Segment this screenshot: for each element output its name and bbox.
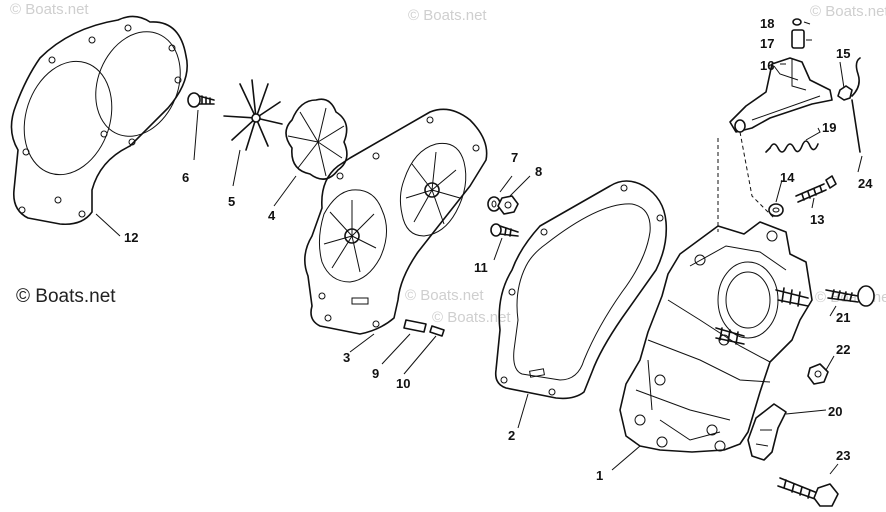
part-18-clip (792, 18, 802, 26)
part-6-screw (187, 92, 215, 108)
callout-7: 7 (511, 150, 518, 165)
callout-3: 3 (343, 350, 350, 365)
watermark: © Boats.net (408, 7, 487, 24)
callout-24: 24 (858, 176, 873, 191)
part-5-impeller (223, 79, 283, 151)
callout-1: 1 (596, 468, 603, 483)
part-24-rod (851, 57, 861, 153)
callout-12: 12 (124, 230, 138, 245)
part-9-pin (403, 319, 427, 333)
callout-10: 10 (396, 376, 410, 391)
watermark: © Boats.net (405, 287, 484, 304)
callout-2: 2 (508, 428, 515, 443)
copyright-label: © Boats.net (16, 286, 116, 307)
callout-18: 18 (760, 16, 774, 31)
callout-6: 6 (182, 170, 189, 185)
callout-15: 15 (836, 46, 850, 61)
watermark-layer: © Boats.net © Boats.net © Boats.net © Bo… (10, 1, 886, 326)
callout-16: 16 (760, 58, 774, 73)
callout-11: 11 (474, 260, 488, 275)
part-15-nut (837, 85, 853, 101)
callout-8: 8 (535, 164, 542, 179)
callout-13: 13 (810, 212, 824, 227)
part-2-gasket (494, 180, 668, 400)
part-14-bushing (768, 203, 784, 217)
callout-14: 14 (780, 170, 795, 185)
callout-19: 19 (822, 120, 836, 135)
callout-9: 9 (372, 366, 379, 381)
callout-23: 23 (836, 448, 850, 463)
part-1-housing (619, 221, 813, 453)
part-3-reed-plate (304, 108, 488, 335)
part-20-clip (747, 403, 787, 461)
part-19-spring (765, 140, 819, 153)
watermark: © Boats.net (810, 3, 886, 20)
callout-17: 17 (760, 36, 774, 51)
part-4-reed-petal (285, 98, 348, 180)
leader-lines (95, 21, 863, 475)
callout-21: 21 (836, 310, 850, 325)
part-11-screw (490, 223, 519, 237)
part-21-bolt (825, 285, 875, 307)
watermark: © Boats.net (432, 309, 511, 326)
part-10-plug (429, 325, 445, 337)
part-22-nut (807, 363, 829, 385)
callout-labels: 1 2 3 4 5 6 7 8 9 10 11 12 13 14 15 16 1… (124, 16, 873, 483)
part-16-lever (729, 57, 833, 133)
part-13-screw (795, 175, 837, 203)
callout-20: 20 (828, 404, 842, 419)
callout-22: 22 (836, 342, 850, 357)
watermark: © Boats.net (10, 1, 89, 18)
callout-5: 5 (228, 194, 235, 209)
part-23-bolt (777, 477, 839, 507)
callout-4: 4 (268, 208, 276, 223)
assembly-lines (717, 131, 775, 232)
part-12-gasket (10, 15, 188, 226)
part-17-pin (791, 29, 805, 49)
part-8-nut (497, 195, 519, 215)
